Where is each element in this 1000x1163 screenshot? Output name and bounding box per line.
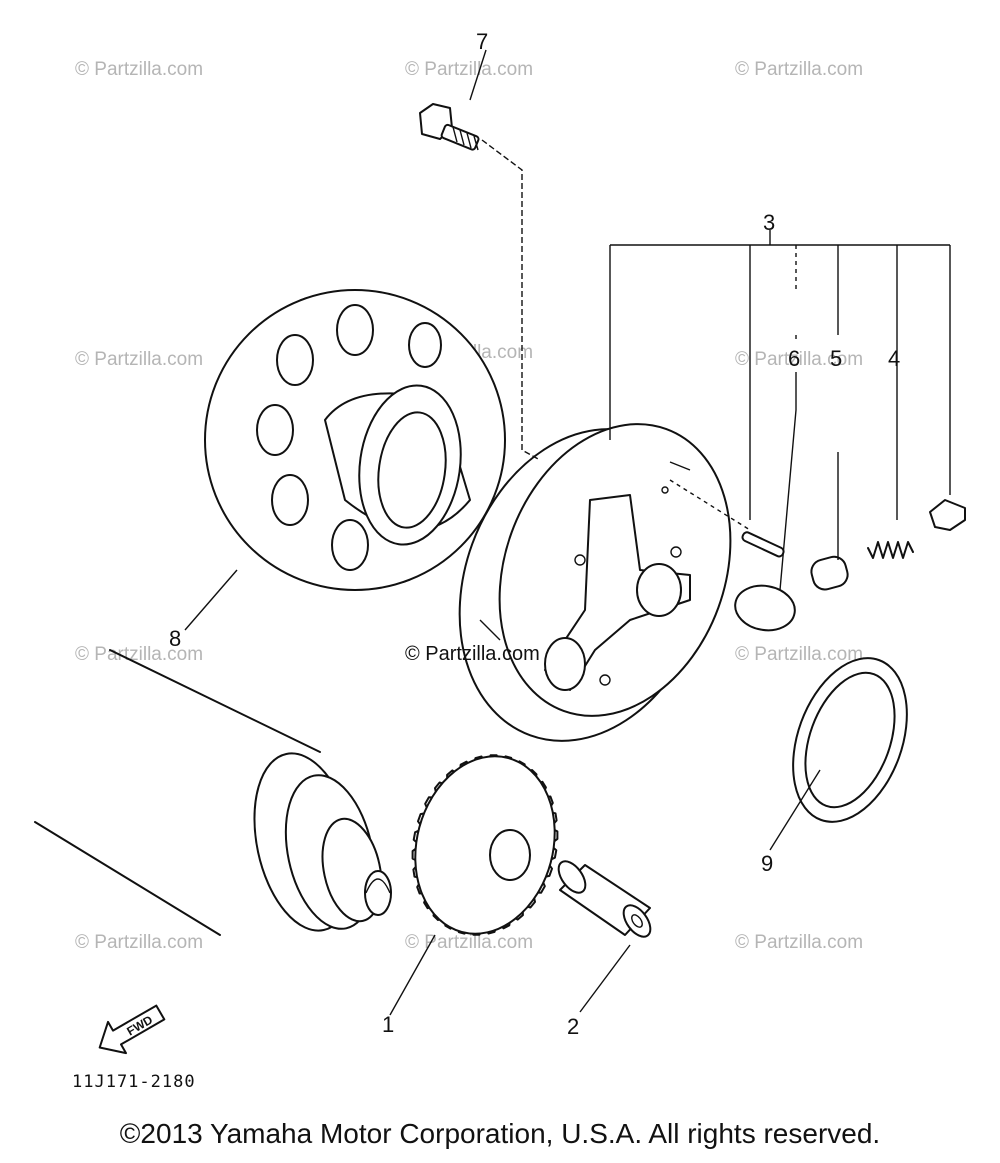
washer	[792, 657, 908, 823]
callout-6: 6	[788, 346, 800, 371]
callout-9: 9	[761, 851, 773, 876]
roller	[734, 584, 796, 632]
watermark: © Partzilla.com	[735, 932, 863, 953]
watermark: © Partzilla.com	[75, 644, 203, 665]
watermark: © Partzilla.com	[735, 349, 863, 370]
pin	[741, 531, 785, 558]
watermark-layer: © Partzilla.com © Partzilla.com © Partzi…	[75, 59, 863, 953]
leader-lines	[184, 49, 951, 1016]
crankshaft-end	[34, 649, 392, 936]
callout-3: 3	[763, 210, 775, 235]
fwd-arrow: FWD	[98, 1004, 166, 1055]
watermark: © Partzilla.com	[405, 643, 540, 665]
starter-sprocket	[204, 289, 506, 591]
watermark: © Partzilla.com	[75, 932, 203, 953]
callouts: 7 3 6 5 4 8 9 1 2	[169, 29, 900, 1039]
watermark: © Partzilla.com	[735, 59, 863, 80]
diagram-code: 11J171-2180	[72, 1072, 196, 1092]
callout-7: 7	[476, 29, 488, 54]
plunger	[810, 555, 849, 591]
idler-gear	[411, 754, 559, 936]
copyright-notice: ©2013 Yamaha Motor Corporation, U.S.A. A…	[119, 1118, 881, 1149]
watermark: © Partzilla.com	[405, 59, 533, 80]
idler-shaft	[557, 860, 652, 938]
clutch-small-parts	[734, 499, 966, 632]
bolt	[419, 103, 480, 151]
callout-5: 5	[830, 346, 842, 371]
watermark: © Partzilla.com	[735, 644, 863, 665]
callout-2: 2	[567, 1014, 579, 1039]
spring	[867, 541, 914, 559]
starter-clutch-assembly	[458, 423, 732, 742]
watermark: © Partzilla.com	[75, 349, 203, 370]
callout-8: 8	[169, 626, 181, 651]
spring-cap	[929, 499, 966, 531]
watermark: © Partzilla.com	[405, 932, 533, 953]
watermark: © Partzilla.com	[75, 59, 203, 80]
callout-4: 4	[888, 346, 900, 371]
callout-1: 1	[382, 1012, 394, 1037]
